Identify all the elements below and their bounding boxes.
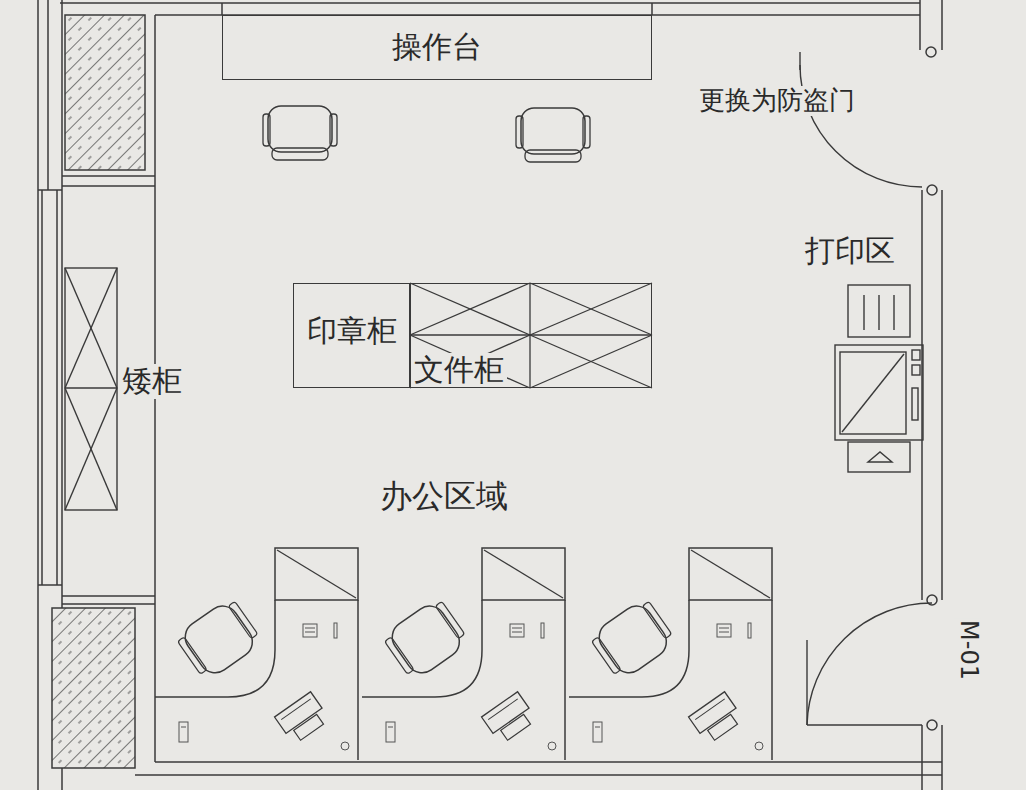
- door-note: 更换为防盗门: [697, 86, 857, 116]
- chair: [263, 106, 337, 160]
- box-label: 印章柜: [307, 314, 397, 349]
- doors: [800, 52, 932, 725]
- printer: [835, 285, 923, 472]
- workstation: [155, 548, 358, 760]
- door-code: M-01: [954, 618, 982, 682]
- chair: [516, 108, 590, 162]
- low-cabinet: [65, 268, 117, 510]
- console-box: 操作台: [222, 15, 652, 80]
- hatched-cabinet: [52, 608, 135, 768]
- workstation: [362, 548, 565, 760]
- cabinet-label: 矮柜: [120, 364, 184, 399]
- box-label: 操作台: [392, 30, 482, 65]
- box-label: 文件柜: [411, 353, 507, 388]
- workstation: [569, 548, 772, 760]
- cabinet-cells: [410, 283, 652, 388]
- walls: [38, 0, 942, 790]
- file-cabinet: 文件柜: [410, 283, 652, 388]
- hatched-cabinet: [65, 15, 145, 170]
- area-label: 打印区: [803, 234, 897, 269]
- seal-cabinet: 印章柜: [293, 283, 410, 388]
- area-label: 办公区域: [378, 478, 510, 515]
